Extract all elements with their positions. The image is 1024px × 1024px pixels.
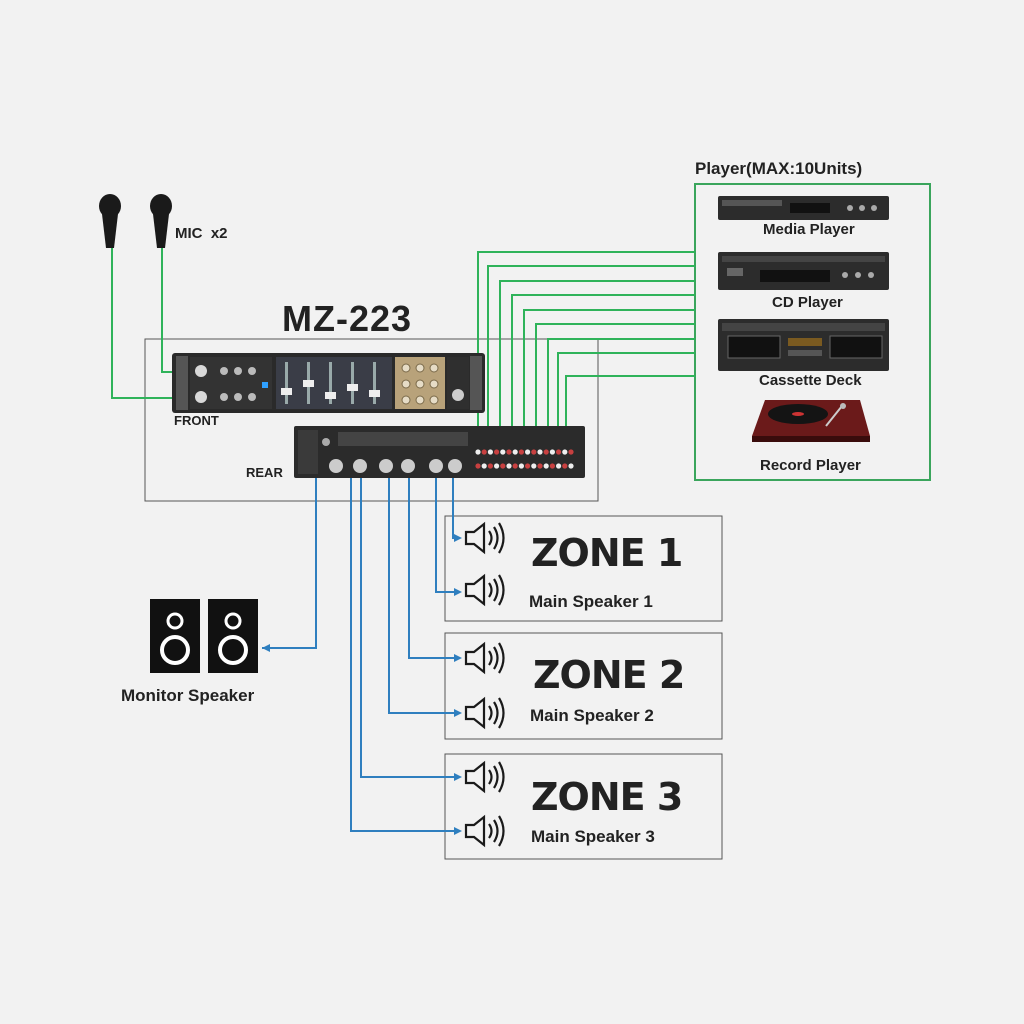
speaker-icon — [464, 521, 505, 555]
microphone-icon — [150, 194, 172, 248]
microphone-icon — [99, 194, 121, 248]
player-input-wire — [557, 352, 695, 446]
rca-jack — [537, 463, 543, 469]
speaker-icon — [464, 814, 505, 848]
player-box — [694, 183, 931, 481]
speaker-icon — [464, 641, 505, 675]
player-input-wires — [477, 251, 695, 446]
rca-jack — [512, 463, 518, 469]
zone1-title: ZONE 1 — [531, 531, 683, 575]
rca-jack — [506, 463, 512, 469]
rca-jack — [568, 449, 574, 455]
rca-jack — [525, 449, 531, 455]
rca-jack — [537, 449, 543, 455]
output-arrowheads — [262, 534, 462, 835]
zone2-box — [444, 632, 723, 740]
speaker-icon — [464, 573, 505, 607]
player-input-wire — [565, 375, 695, 446]
rca-jack — [531, 449, 537, 455]
mz223-rear-panel — [294, 426, 585, 478]
rca-jack — [506, 449, 512, 455]
media-player-icon — [718, 196, 889, 220]
rca-jack — [543, 463, 549, 469]
player-label-cd: CD Player — [772, 294, 843, 311]
rca-jack — [500, 463, 506, 469]
rca-jack — [518, 463, 525, 469]
rca-jack — [481, 463, 487, 469]
player-label-media: Media Player — [763, 221, 855, 238]
rca-jack — [494, 463, 500, 469]
mic-label: MIC x2 — [175, 225, 228, 242]
system-title: MZ-223 — [282, 298, 413, 339]
player-input-wire — [547, 338, 695, 446]
mz223-box — [144, 338, 599, 502]
zone3-box — [444, 753, 723, 860]
speaker-icon — [464, 696, 505, 730]
player-input-wire — [499, 280, 695, 446]
rca-jack — [500, 449, 506, 455]
player-label-record: Record Player — [760, 457, 861, 474]
rca-jack — [549, 449, 556, 455]
player-input-wire — [511, 294, 695, 446]
rca-jack — [549, 463, 556, 469]
mz223-front-panel — [172, 353, 485, 413]
monitor-speaker-icon — [150, 599, 258, 673]
player-input-wire — [487, 265, 695, 446]
output-wires — [262, 470, 458, 832]
rca-jack — [568, 463, 574, 469]
player-input-wire — [535, 323, 695, 446]
rca-jack — [525, 463, 531, 469]
zone2-title: ZONE 2 — [533, 653, 685, 697]
zone2-speaker-label: Main Speaker 2 — [530, 706, 654, 725]
rca-jack — [543, 449, 549, 455]
rca-jack — [475, 449, 481, 455]
rca-jack — [475, 463, 481, 469]
record-player-icon — [752, 400, 870, 442]
rca-jack — [481, 449, 487, 455]
cassette-deck-icon — [718, 319, 889, 371]
monitor-label: Monitor Speaker — [121, 686, 255, 705]
front-label: FRONT — [174, 413, 219, 428]
rear-label: REAR — [246, 465, 283, 480]
rca-jack — [518, 449, 525, 455]
players-heading: Player(MAX:10Units) — [695, 159, 863, 178]
zone3-title: ZONE 3 — [531, 775, 683, 819]
rca-jack — [531, 463, 537, 469]
rca-jack — [487, 449, 493, 455]
speaker-icon — [464, 760, 505, 794]
rca-jack — [556, 449, 562, 455]
rca-jack — [556, 463, 562, 469]
rca-jack — [562, 449, 568, 455]
cd-player-icon — [718, 252, 889, 290]
zone3-speaker-label: Main Speaker 3 — [531, 827, 655, 846]
zone1-box — [444, 515, 723, 622]
rca-jack — [562, 463, 568, 469]
rca-jack — [487, 463, 493, 469]
rca-jack — [494, 449, 500, 455]
mic-wires — [111, 248, 180, 399]
rca-jack — [512, 449, 518, 455]
zone1-speaker-label: Main Speaker 1 — [529, 592, 653, 611]
player-label-cassette: Cassette Deck — [759, 372, 862, 389]
player-input-wire — [523, 309, 695, 446]
